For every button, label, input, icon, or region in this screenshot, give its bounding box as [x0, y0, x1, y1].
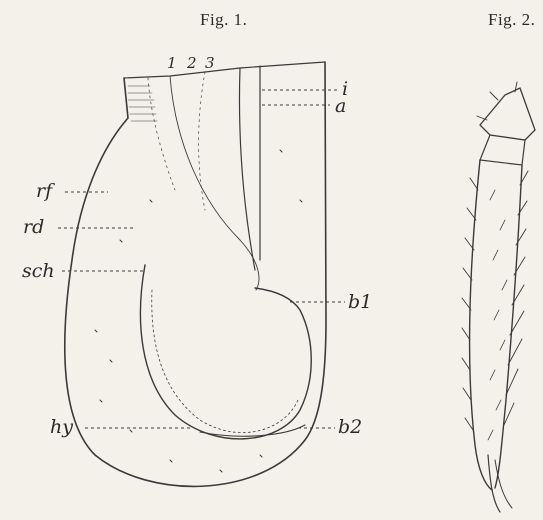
figure-1-drawing — [65, 62, 326, 486]
figure-2-drawing — [462, 82, 535, 512]
label-3: 3 — [205, 54, 215, 72]
label-b1: b1 — [348, 291, 372, 313]
label-2: 2 — [186, 54, 197, 72]
label-sch: sch — [22, 260, 55, 282]
label-1: 1 — [167, 54, 177, 72]
label-rd: rd — [23, 216, 44, 238]
label-a: a — [335, 95, 346, 117]
label-hy: hy — [50, 416, 73, 438]
label-b2: b2 — [338, 416, 362, 438]
label-rf: rf — [36, 180, 55, 202]
figure-1-leader-lines — [58, 90, 345, 428]
